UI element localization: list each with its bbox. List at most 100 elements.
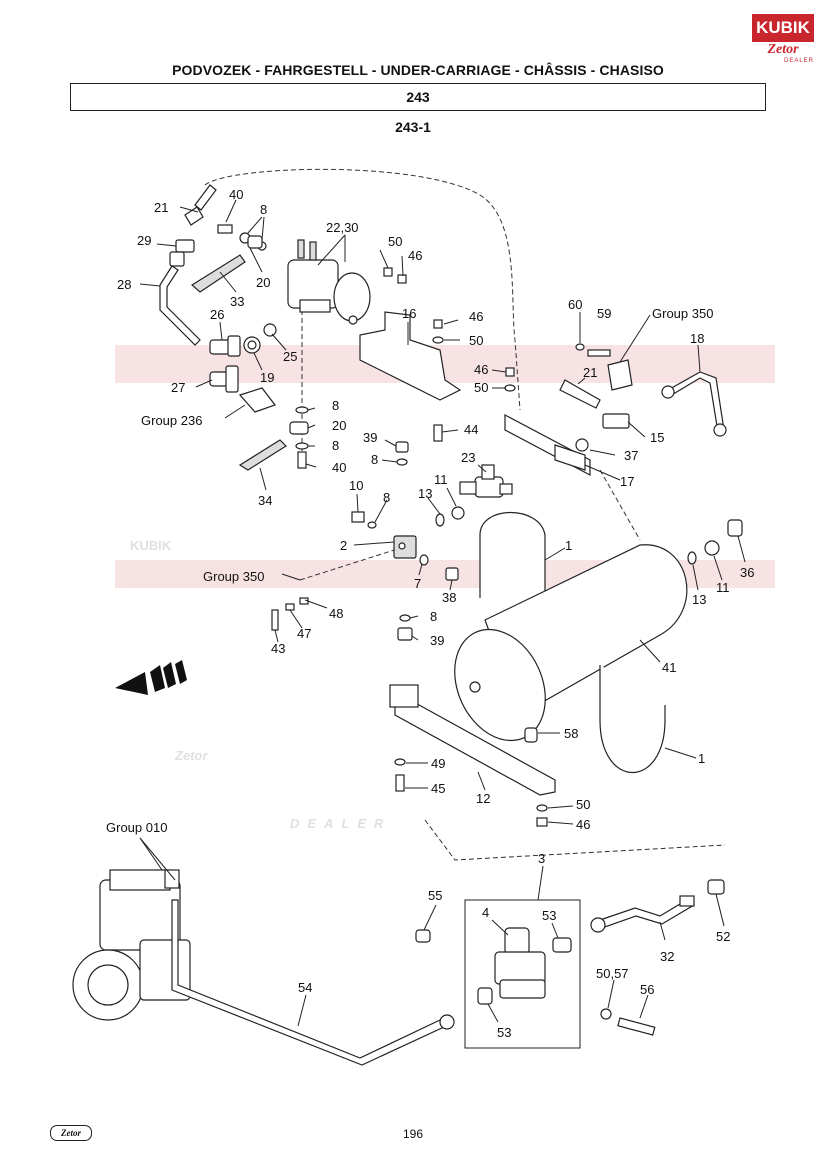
air-tank-41	[454, 544, 688, 742]
valve-4	[494, 927, 546, 999]
callout-10: 10	[349, 478, 363, 493]
bracket-16	[359, 311, 462, 401]
callout-43: 43	[271, 641, 285, 656]
callout-group236: Group 236	[141, 413, 202, 428]
callout-37: 37	[624, 448, 638, 463]
group-number-box: 243	[70, 83, 766, 111]
fitting-52	[707, 879, 725, 895]
bolt-10	[351, 511, 365, 523]
callout-22-30: 22,30	[326, 220, 359, 235]
clamp-33	[190, 254, 246, 293]
dashed-line-group350	[299, 544, 411, 581]
callout-34: 34	[258, 493, 272, 508]
callout-55: 55	[428, 888, 442, 903]
callout-8f: 8	[430, 609, 437, 624]
callout-group350b: Group 350	[203, 569, 264, 584]
watermark-zetor: Zetor	[174, 748, 208, 763]
callout-36: 36	[740, 565, 754, 580]
callout-33: 33	[230, 294, 244, 309]
callout-27: 27	[171, 380, 185, 395]
callout-25: 25	[283, 349, 297, 364]
plug-38	[445, 567, 459, 581]
elbow-26	[209, 335, 241, 357]
figure-number: 243-1	[395, 119, 431, 135]
tee-15	[602, 413, 630, 429]
plug-39-top	[395, 441, 409, 453]
callout-44: 44	[464, 422, 478, 437]
logo-dealer: DEALER	[783, 58, 814, 64]
callout-19: 19	[260, 370, 274, 385]
callout-4: 4	[482, 905, 489, 920]
callout-46a: 46	[408, 248, 422, 263]
footer-zetor-logo: Zetor	[50, 1125, 92, 1141]
callout-40b: 40	[332, 460, 346, 475]
logo-brand: KUBIK	[752, 14, 814, 42]
callout-50b: 50	[469, 333, 483, 348]
fastener-stack-40	[289, 406, 309, 469]
callout-52: 52	[716, 929, 730, 944]
callout-3: 3	[538, 851, 545, 866]
callout-1a: 1	[565, 538, 572, 553]
ring-11-a	[451, 506, 465, 520]
part-group-236	[238, 387, 276, 413]
callout-21b: 21	[583, 365, 597, 380]
callout-28: 28	[117, 277, 131, 292]
callout-20b: 20	[332, 418, 346, 433]
fitting-36	[727, 519, 743, 537]
ring-11-b	[704, 540, 720, 556]
washer-60	[575, 343, 585, 351]
watermark-kubik: KUBIK	[130, 538, 172, 553]
callout-17: 17	[620, 474, 634, 489]
direction-arrow-icon	[115, 660, 187, 695]
callout-group010: Group 010	[106, 820, 167, 835]
bolt-59	[587, 349, 611, 357]
callout-8b: 8	[332, 398, 339, 413]
bolt-40-top	[217, 224, 267, 251]
valve-23	[459, 464, 513, 498]
ring-25	[263, 323, 277, 337]
dashed-line-top	[204, 168, 521, 411]
connector-29	[169, 239, 195, 267]
plug-55	[415, 929, 431, 943]
bolt-56	[617, 1017, 656, 1036]
callout-54: 54	[298, 980, 312, 995]
callout-13b: 13	[692, 592, 706, 607]
callout-21a: 21	[154, 200, 168, 215]
callout-12: 12	[476, 791, 490, 806]
callout-8d: 8	[371, 452, 378, 467]
hose-1-lower	[599, 665, 666, 773]
callout-53b: 53	[497, 1025, 511, 1040]
dashed-line-right	[599, 469, 641, 541]
callout-50a: 50	[388, 234, 402, 249]
ring-13-b	[687, 551, 697, 565]
callout-40a: 40	[229, 187, 243, 202]
fitting-53-a	[552, 937, 572, 953]
callout-16: 16	[402, 306, 416, 321]
ring-37	[575, 438, 589, 452]
bolt-43	[271, 609, 279, 631]
callout-56: 56	[640, 982, 654, 997]
callout-8c: 8	[332, 438, 339, 453]
valve-22-30	[287, 239, 371, 325]
bolts-50-46	[383, 267, 516, 442]
plug-39-bottom	[397, 627, 413, 641]
callout-1b: 1	[698, 751, 705, 766]
callout-32: 32	[660, 949, 674, 964]
callout-13a: 13	[418, 486, 432, 501]
callout-60: 60	[568, 297, 582, 312]
callout-59: 59	[597, 306, 611, 321]
dashed-line-bottom	[424, 819, 726, 861]
elbow-27	[209, 365, 239, 393]
callout-58: 58	[564, 726, 578, 741]
callout-50c: 50	[474, 380, 488, 395]
callout-26: 26	[210, 307, 224, 322]
callout-47: 47	[297, 626, 311, 641]
callout-group350a: Group 350	[652, 306, 713, 321]
callout-11a: 11	[434, 472, 448, 487]
callout-41: 41	[662, 660, 676, 675]
callout-46d: 46	[576, 817, 590, 832]
fitting-53-b	[477, 987, 493, 1005]
callout-20a: 20	[256, 275, 270, 290]
callout-50-57: 50,57	[596, 966, 629, 981]
